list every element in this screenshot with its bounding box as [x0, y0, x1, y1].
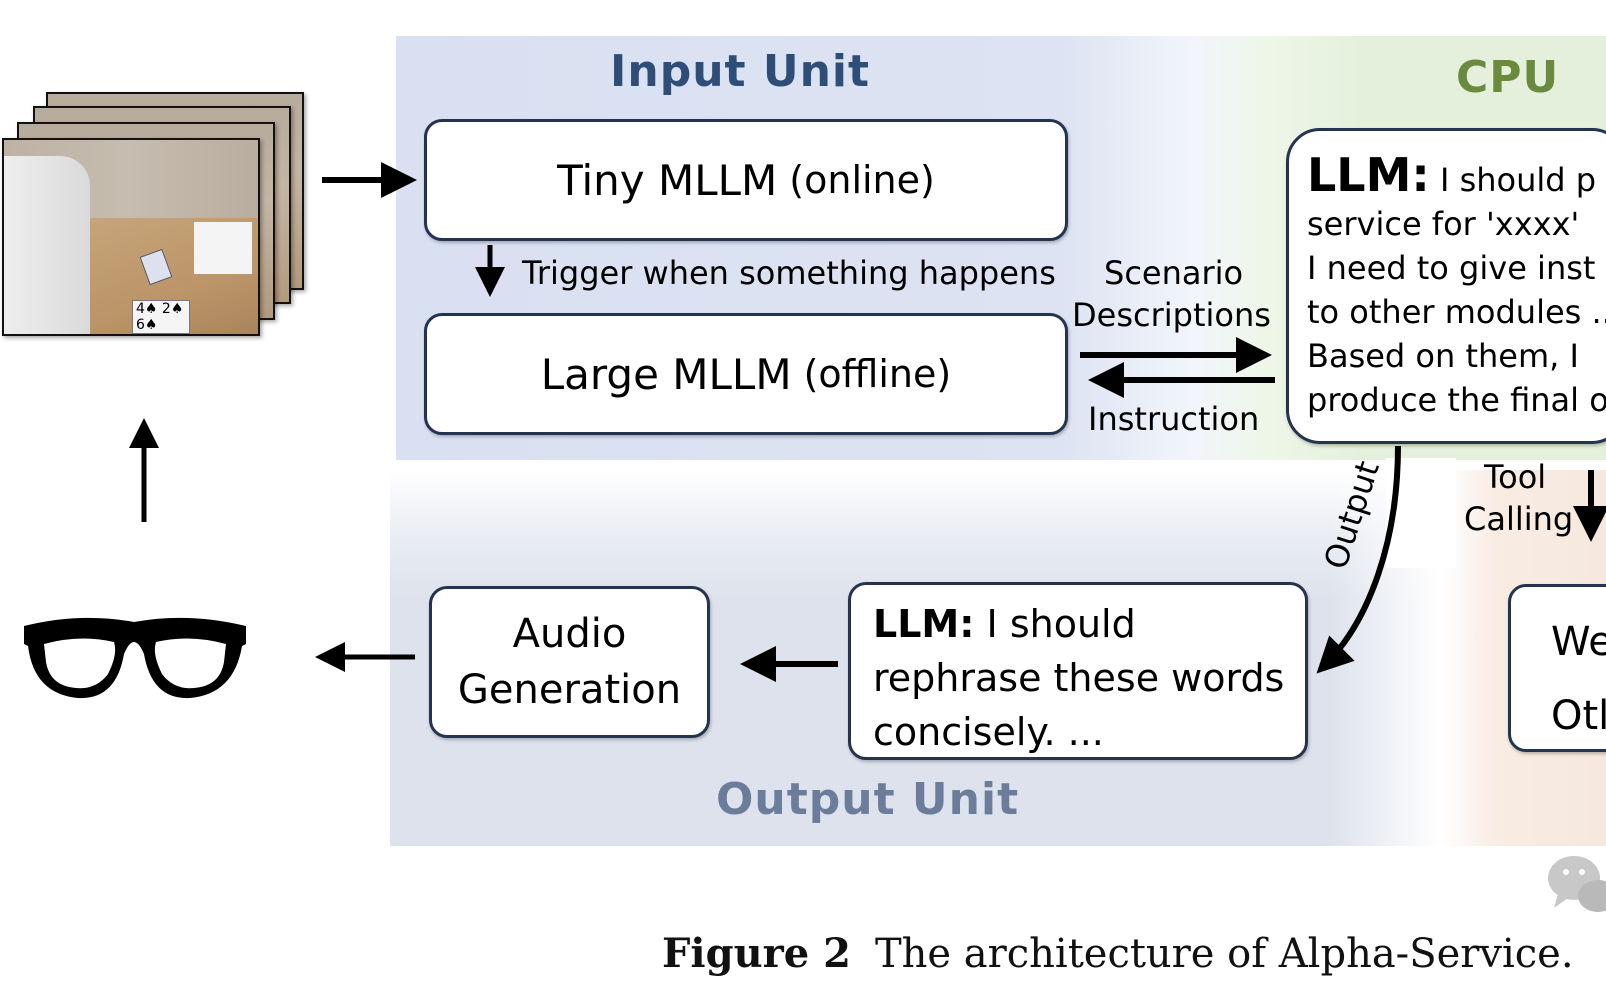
smart-glasses-icon: [24, 617, 246, 699]
rephrase-llm-prefix: LLM:: [873, 602, 975, 646]
frame-white-box: [194, 222, 252, 274]
cpu-llm-box: LLM: I should p service for 'xxxx' I nee…: [1286, 128, 1606, 444]
frame-person: [4, 155, 91, 334]
scenario-label: Scenario: [1104, 254, 1244, 292]
instruction-label: Instruction: [1088, 400, 1260, 438]
audio-generation-box: Audio Generation: [429, 586, 710, 738]
tools-line-2: Otl: [1551, 693, 1606, 739]
audio-line-1: Audio: [512, 611, 627, 657]
cpu-line-1: LLM: I should p: [1307, 152, 1606, 202]
calling-label: Calling: [1464, 500, 1574, 538]
caption-label: Figure 2: [662, 930, 851, 977]
tools-line-1: We: [1551, 619, 1606, 665]
wechat-icon: [1548, 856, 1606, 912]
video-frames-stack-icon: 4♠ 2♠ 6♠: [0, 86, 310, 346]
cpu-llm-prefix: LLM:: [1307, 148, 1430, 202]
rephrase-line-3: concisely. ...: [873, 710, 1104, 754]
rephrase-line-2: rephrase these words: [873, 656, 1285, 700]
tool-label: Tool: [1484, 458, 1547, 496]
panel-gap: [1386, 458, 1456, 568]
large-mllm-box: Large MLLM (offline): [424, 313, 1068, 435]
rephrase-line-1-text: I should: [986, 602, 1136, 646]
cpu-line-3: I need to give inst: [1307, 249, 1596, 287]
descriptions-label: Descriptions: [1072, 296, 1271, 334]
large-mllm-name: Large MLLM: [540, 349, 792, 399]
input-unit-title: Input Unit: [610, 46, 871, 97]
rephrase-llm-box: LLM: I should rephrase these words conci…: [848, 582, 1308, 760]
figure-caption: Figure 2 The architecture of Alpha-Servic…: [662, 930, 1574, 977]
output-unit-title: Output Unit: [716, 774, 1020, 825]
tiny-mllm-box: Tiny MLLM (online): [424, 119, 1068, 241]
video-frame-front: 4♠ 2♠ 6♠: [2, 138, 260, 336]
frame-hand-cards: 4♠ 2♠ 6♠: [132, 300, 190, 334]
cpu-line-6: produce the final o: [1307, 381, 1606, 419]
cpu-line-5: Based on them, I: [1307, 337, 1579, 375]
cpu-line-4: to other modules ...: [1307, 293, 1606, 331]
tools-box: We Otl: [1508, 584, 1606, 752]
trigger-label: Trigger when something happens: [522, 254, 1056, 292]
caption-text: The architecture of Alpha-Service.: [874, 931, 1574, 977]
large-mllm-mode: (offline): [803, 352, 952, 396]
tiny-mllm-mode: (online): [789, 158, 935, 202]
cpu-line-2: service for 'xxxx': [1307, 205, 1580, 243]
rephrase-line-1: LLM: I should: [873, 597, 1305, 651]
cpu-line-1-text: I should p: [1439, 161, 1597, 199]
audio-line-2: Generation: [457, 667, 682, 713]
tiny-mllm-name: Tiny MLLM: [557, 155, 778, 205]
cpu-title: CPU: [1456, 52, 1560, 103]
